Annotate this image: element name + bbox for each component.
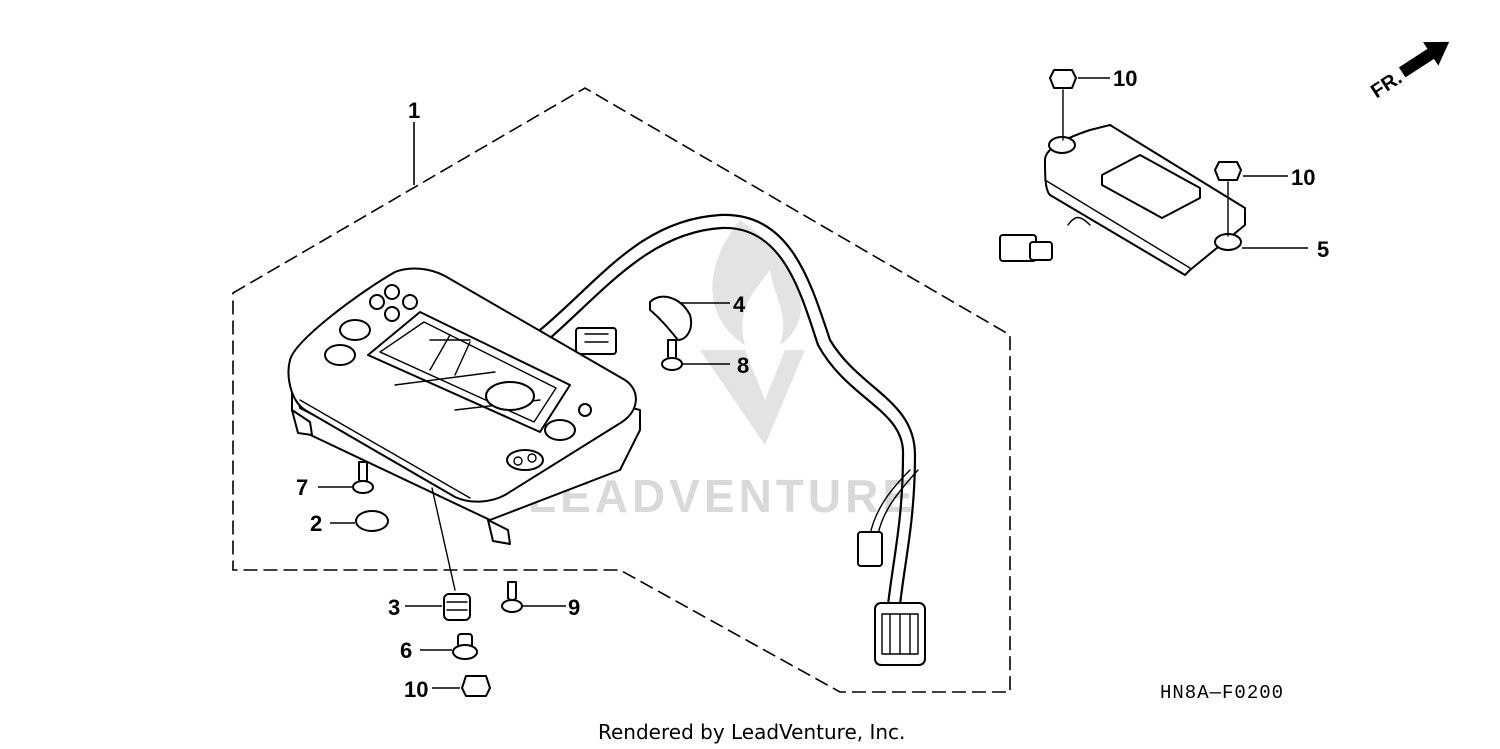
cap-part-2	[330, 510, 389, 532]
callout-10-lower: 10	[404, 677, 428, 702]
collar-part-6	[420, 633, 478, 660]
nut-part-10-top	[1049, 69, 1110, 141]
callout-5: 5	[1317, 237, 1329, 262]
callout-2: 2	[310, 511, 322, 536]
render-credit: Rendered by LeadVenture, Inc.	[598, 720, 905, 744]
clamp-part	[649, 295, 730, 341]
callout-10-right: 10	[1291, 165, 1315, 190]
callout-3: 3	[388, 595, 400, 620]
callout-6: 6	[400, 638, 412, 663]
nut-part-10-right	[1214, 161, 1288, 237]
screw-part-8	[661, 339, 730, 371]
front-direction-label: FR.	[1367, 67, 1406, 103]
front-direction-indicator: FR.	[1367, 41, 1450, 103]
callout-10-top: 10	[1113, 66, 1137, 91]
control-module-part-5	[999, 124, 1308, 276]
front-direction-arrow-icon	[1398, 41, 1450, 78]
callout-7: 7	[296, 475, 308, 500]
callout-8: 8	[737, 353, 749, 378]
callout-1: 1	[408, 98, 420, 123]
meter-assembly	[287, 267, 641, 545]
screw-part-9	[501, 581, 566, 613]
callout-9: 9	[568, 595, 580, 620]
watermark-v-logo	[700, 350, 805, 445]
diagram-code: HN8A—F0200	[1160, 682, 1284, 704]
grommet-part-3	[405, 487, 471, 621]
screw-part-7	[318, 461, 374, 494]
assembly-boundary	[232, 87, 1011, 693]
watermark-flame-logo	[712, 220, 802, 345]
wire-harness	[538, 213, 926, 666]
nut-part-10-lower	[432, 675, 491, 697]
callout-4: 4	[733, 292, 746, 317]
